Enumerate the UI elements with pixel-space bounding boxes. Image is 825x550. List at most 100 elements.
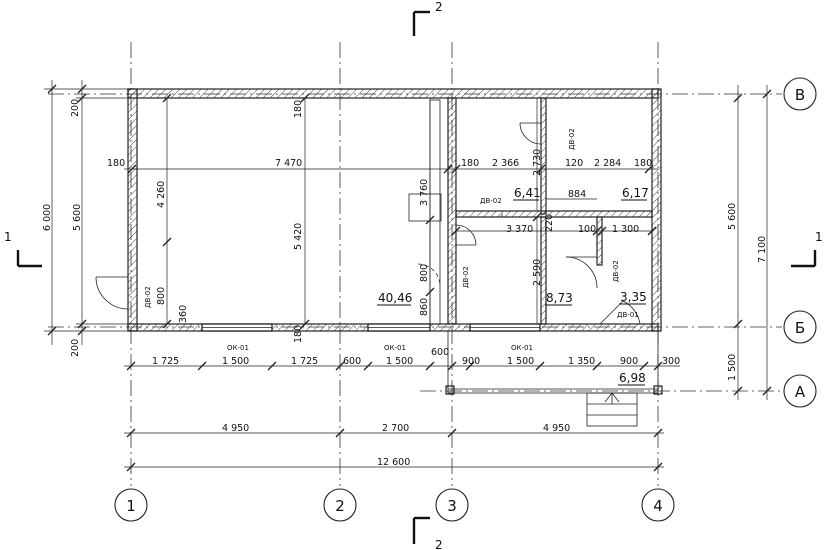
svg-text:4 950: 4 950 [543, 423, 570, 434]
axis-label-3: 3 [447, 497, 457, 515]
porch-post-right [653, 385, 663, 395]
section-1-left-label: 1 [4, 230, 12, 244]
axis-label-1: 1 [126, 497, 136, 515]
svg-text:2 730: 2 730 [532, 149, 543, 176]
door-tag-entrance: ДВ-02 [144, 286, 152, 308]
dim-total: 12 600 [377, 457, 410, 468]
dim-text: 7 470 [275, 158, 302, 169]
dim-right-side: 5 600 7 100 1 500 [727, 85, 772, 400]
svg-text:800: 800 [156, 287, 167, 305]
wall-axis-3 [447, 97, 457, 325]
svg-text:3 370: 3 370 [506, 224, 533, 235]
room-areas: 40,46 6,41 6,17 8,73 3,35 6,98 [377, 186, 649, 386]
section-2-top-label: 2 [435, 0, 443, 14]
svg-text:200: 200 [70, 99, 81, 117]
svg-text:220: 220 [544, 214, 555, 232]
svg-text:1 300: 1 300 [612, 224, 639, 235]
dim-text: 180 [107, 158, 125, 169]
svg-text:2 590: 2 590 [532, 259, 543, 286]
axis-label-v: В [795, 86, 805, 104]
room-area-porch: 6,98 [619, 371, 646, 385]
porch-post-left [445, 385, 455, 395]
partition-vertical-lower [540, 216, 547, 325]
axis-label-b: Б [795, 319, 805, 337]
room-area-main: 40,46 [378, 291, 412, 305]
svg-text:1 725: 1 725 [152, 356, 179, 367]
svg-text:600: 600 [343, 356, 361, 367]
room-area-kitchen: 8,73 [546, 291, 573, 305]
svg-text:860: 860 [419, 298, 430, 316]
axis-bubble-b [783, 310, 817, 344]
dim-text: 2 366 [492, 158, 519, 169]
room-area-b: 6,17 [622, 186, 649, 200]
axis-bubble-2 [323, 488, 357, 522]
svg-text:1 350: 1 350 [568, 356, 595, 367]
porch-outline [447, 330, 659, 394]
dim-top-internal: 180 7 470 180 2 366 120 2 284 180 [107, 158, 658, 174]
svg-text:1 500: 1 500 [727, 354, 738, 381]
door-tag-kitchen: ДВ-02 [462, 266, 470, 288]
dim-bottom-total: 12 600 [124, 457, 664, 472]
dim-text: 120 [565, 158, 583, 169]
window-tag-2: ОК-01 [384, 344, 406, 352]
door-tag-wc: ДВ-02 [612, 260, 620, 282]
svg-text:884: 884 [568, 189, 586, 200]
axis-label-4: 4 [653, 497, 663, 515]
svg-text:300: 300 [662, 356, 680, 367]
wall-top [127, 88, 659, 99]
door-exit-swing [622, 300, 641, 325]
stove-block [408, 193, 442, 222]
window-tag-1: ОК-01 [227, 344, 249, 352]
dim-text: 2 284 [594, 158, 621, 169]
svg-text:3 760: 3 760 [419, 179, 430, 206]
svg-text:900: 900 [462, 356, 480, 367]
axis-bubble-v [783, 77, 817, 111]
window-tag-3: ОК-01 [511, 344, 533, 352]
svg-text:360: 360 [178, 305, 189, 323]
svg-text:7 100: 7 100 [757, 236, 768, 263]
section-2-bottom-label: 2 [435, 538, 443, 550]
svg-text:6 000: 6 000 [42, 204, 53, 231]
dim-left-side: 6 000 5 600 200 200 [42, 80, 128, 357]
svg-text:4 260: 4 260 [156, 181, 167, 208]
axis-label-a: А [795, 383, 806, 401]
door-tags: ДВ-02 ДВ-02 ДВ-02 ДВ-02 ДВ-02 ДВ-01 [144, 128, 639, 319]
dim-bottom-row2: 4 950 2 700 4 950 [124, 423, 664, 438]
axis-bubble-1 [114, 488, 148, 522]
svg-text:1 725: 1 725 [291, 356, 318, 367]
windows [201, 323, 541, 332]
door-tag-room-b: ДВ-02 [568, 128, 576, 150]
svg-text:1 500: 1 500 [386, 356, 413, 367]
dim-vertical-inner: 4 260 800 360 5 420 180 180 3 760 800 86… [156, 93, 555, 343]
axis-bubble-3 [435, 488, 469, 522]
svg-text:800: 800 [419, 264, 430, 282]
door-room-b-swing [519, 122, 542, 145]
svg-text:180: 180 [293, 325, 304, 343]
svg-text:200: 200 [70, 339, 81, 357]
door-wc-swing [565, 256, 598, 289]
axis-bubble-a [783, 374, 817, 408]
svg-text:5 420: 5 420 [293, 223, 304, 250]
svg-text:1 500: 1 500 [222, 356, 249, 367]
interior-walls [447, 97, 653, 325]
svg-text:5 600: 5 600 [72, 204, 83, 231]
svg-text:2 700: 2 700 [382, 423, 409, 434]
grid-bubbles: 1 2 3 4 В Б А [114, 77, 817, 522]
door-tag-room-a: ДВ-02 [480, 197, 502, 205]
window-tags: ОК-01 ОК-01 ОК-01 [227, 344, 533, 352]
door-tag-exit: ДВ-01 [617, 311, 639, 319]
svg-text:600: 600 [431, 347, 449, 358]
room-area-a: 6,41 [514, 186, 541, 200]
svg-text:180: 180 [293, 100, 304, 118]
wall-left [127, 88, 138, 332]
porch [445, 330, 663, 427]
section-1-right-label: 1 [815, 230, 823, 244]
partition-horizontal [455, 210, 653, 218]
dim-text: 180 [461, 158, 479, 169]
grid-axis-lines [48, 42, 782, 486]
dim-mid-horizontal: 884 3 370 100 1 300 [451, 189, 657, 236]
svg-text:900: 900 [620, 356, 638, 367]
svg-text:100: 100 [578, 224, 596, 235]
svg-text:4 950: 4 950 [222, 423, 249, 434]
